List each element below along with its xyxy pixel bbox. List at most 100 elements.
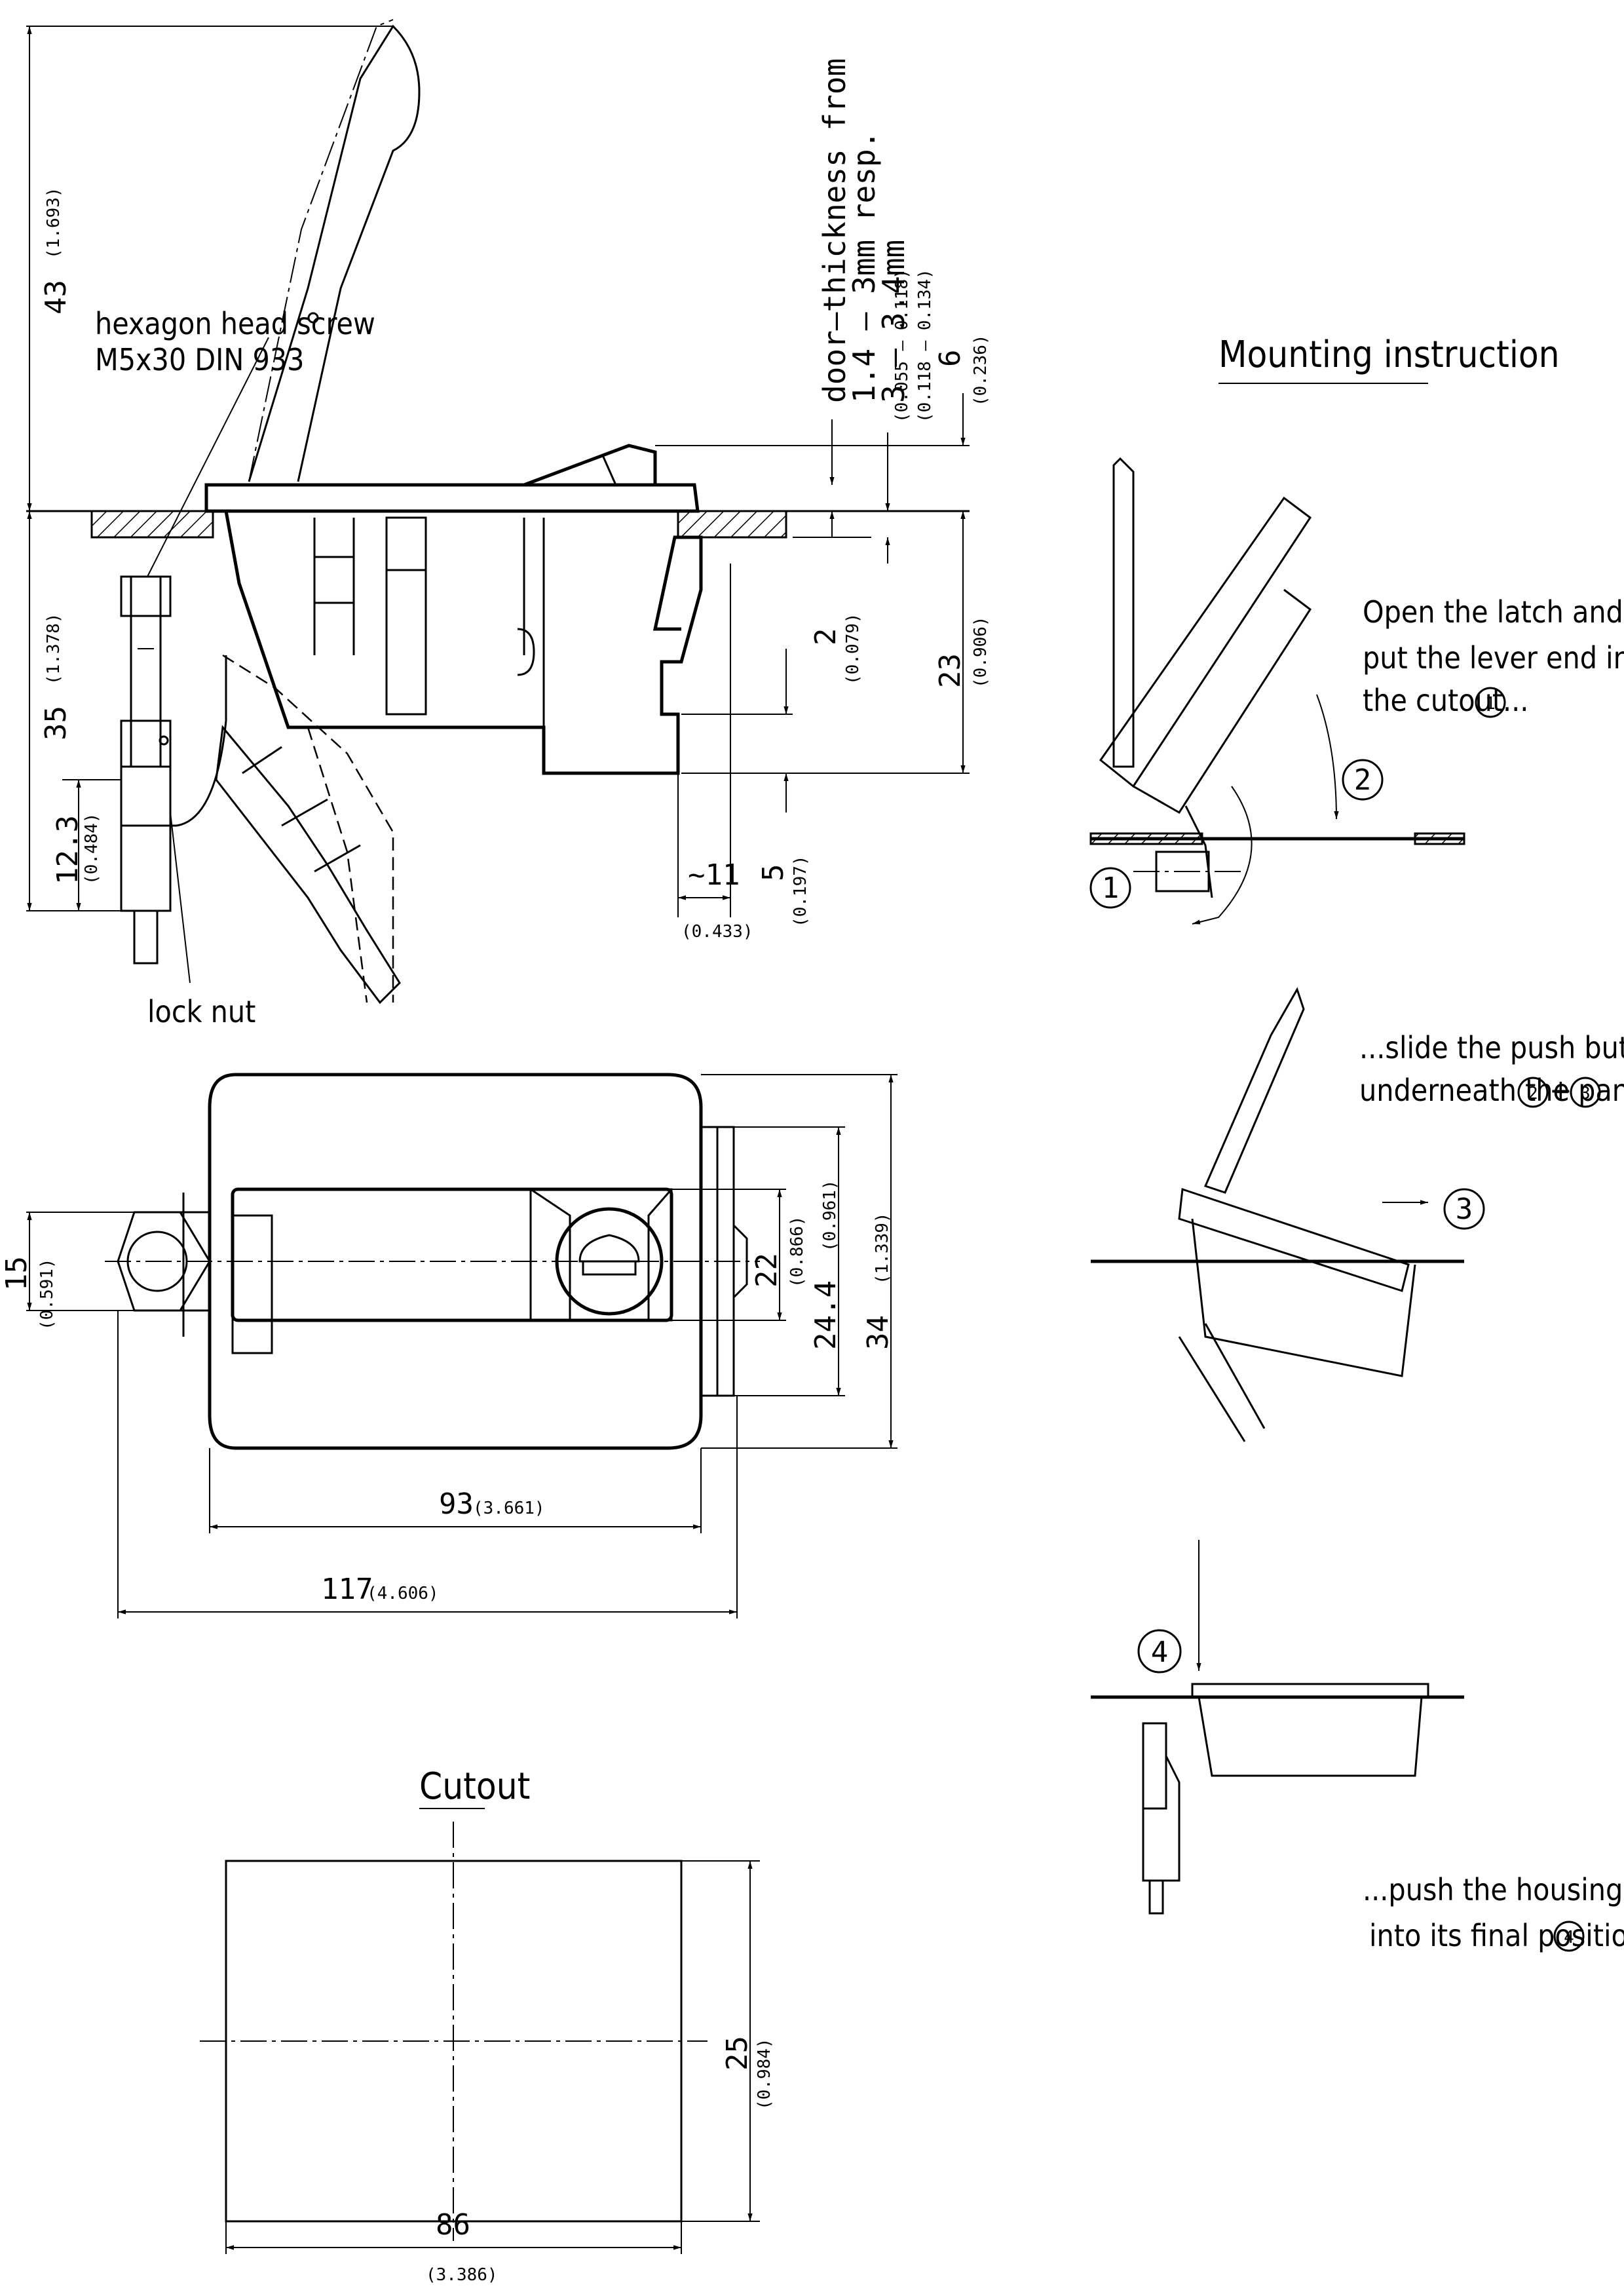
dim-93-inch: (3.661) (473, 1499, 545, 1518)
screw-shank (130, 615, 162, 722)
step2-housing-body (1191, 1218, 1416, 1377)
dim-117: 117 (321, 1573, 373, 1606)
push-button-line (601, 455, 617, 486)
lock-pocket (529, 1188, 673, 1322)
lock-keyway (578, 1234, 640, 1263)
step3-housing-flange (1191, 1683, 1429, 1698)
hexagon-screw-head (120, 575, 172, 617)
step2-text-plus: + (1549, 1073, 1572, 1108)
panel-hatch-right (677, 510, 787, 539)
step3-text-badge (1553, 1921, 1585, 1952)
lock-pocket-bevel (530, 1188, 673, 1320)
dim-43: 43 (39, 280, 73, 315)
screw-tip (133, 909, 159, 965)
dim-11: ~11 (688, 858, 740, 892)
dim-15: 15 (0, 1256, 33, 1291)
step2-housing (1178, 1187, 1410, 1292)
bolt-lowered-nut (281, 798, 328, 827)
screw-leader (147, 337, 269, 577)
housing-inner-edge (231, 1214, 273, 1354)
bolt-lowered-nut (242, 746, 282, 775)
step2-text-badge-2 (1517, 1077, 1549, 1108)
screw-label-line2: M5x30 DIN 933 (95, 342, 304, 377)
dim-6-inch: (0.236) (971, 334, 991, 406)
bolt-lowered (215, 725, 401, 1004)
dim-23: 23 (934, 653, 967, 688)
dim-24-4-inch: (0.961) (820, 1179, 840, 1252)
dim-86-inch: (3.386) (426, 2265, 498, 2285)
dim-15-inch: (0.591) (37, 1258, 57, 1330)
housing-flange (204, 483, 700, 513)
step1-illustration: 2 1 (1089, 457, 1465, 925)
dim-12-3-inch: (0.484) (82, 813, 102, 885)
dim-2: 2 (809, 628, 842, 646)
step1-badge-1 (1089, 867, 1131, 909)
dim-5-inch: (0.197) (791, 855, 810, 927)
front-view: 15 (0.591) 22 (0.866) 24.4 (0.961) 34 (1… (0, 1073, 897, 1618)
step1-panel-hatch-left (1089, 832, 1203, 845)
step3-num-4: 4 (1151, 1636, 1169, 1669)
housing-outline (208, 1073, 703, 1450)
lock-key-slot (582, 1260, 637, 1276)
step2-num-3: 3 (1456, 1193, 1473, 1226)
step1-num-2: 2 (1354, 763, 1372, 797)
step1-badge-2 (1342, 759, 1384, 801)
lever-foot (120, 765, 172, 912)
step1-lever (1112, 457, 1135, 768)
cutout-title: Cutout (419, 1765, 530, 1808)
dim-22: 22 (750, 1253, 784, 1288)
step1-rotate-arrow (1192, 786, 1253, 925)
step2-text-line1: ...slide the push button end (1359, 1030, 1624, 1065)
door-thickness-inch1: (0.055 – 0.118) (892, 269, 912, 423)
door-thickness-inch2: (0.118 – 0.134) (915, 269, 935, 423)
dim-117-inch: (4.606) (367, 1584, 439, 1603)
step3-housing-body (1198, 1696, 1423, 1777)
panel-hatch-left (90, 510, 214, 539)
step2-text-num2: 2 (1528, 1084, 1538, 1103)
step3-screw-tip (1148, 1879, 1164, 1915)
cutout-view: Cutout 25 (0.984) 86 (3.386) (200, 1765, 774, 2285)
door-thickness-line1: door–thickness from (817, 58, 852, 403)
housing-slot (385, 516, 427, 716)
dim-25: 25 (721, 2036, 754, 2071)
dim-35: 35 (39, 706, 73, 740)
step1-text-line2: put the lever end into (1363, 640, 1624, 676)
step3-text-line2: into its final position. (1369, 1918, 1624, 1953)
lever-handle-raised (248, 24, 421, 482)
step3-screw (1142, 1722, 1167, 1810)
dim-34-inch: (1.339) (873, 1212, 892, 1284)
dim-43-inch: (1.693) (44, 187, 64, 259)
lever-centerline (248, 19, 394, 482)
door-thickness-line2: 1.4 – 3mm resp. (846, 131, 882, 403)
step1-text-num1: 1 (1485, 694, 1496, 714)
dim-93: 93 (439, 1487, 474, 1521)
dim-22-inch: (0.866) (787, 1215, 807, 1288)
step2-lever (1203, 987, 1305, 1194)
door-thickness-line3: 3 – 3.4mm (876, 240, 911, 403)
housing-catch (517, 628, 535, 676)
step2-text-badge-3 (1570, 1077, 1601, 1108)
dim-34: 34 (861, 1315, 895, 1350)
dim-6: 6 (934, 350, 967, 368)
step3-illustration: 4 (1091, 1540, 1464, 1915)
step2-illustration: 3 (1091, 987, 1485, 1442)
dim-2-inch: (0.079) (843, 613, 863, 685)
latch-housing (224, 510, 703, 775)
locknut-label: lock nut (147, 994, 255, 1029)
dim-25-inch: (0.984) (755, 2038, 774, 2110)
mounting-instruction: Mounting instruction 2 1 Open the latch … (1089, 334, 1624, 1953)
step2-lever-down (1178, 1323, 1266, 1442)
step1-text-line1: Open the latch and (1363, 594, 1623, 630)
locknut-leader (170, 812, 191, 984)
step1-housing (1099, 496, 1312, 788)
dim-35-inch: (1.378) (44, 613, 64, 685)
push-button (523, 444, 657, 487)
step1-lever-end (1184, 805, 1213, 898)
dim-86: 86 (436, 2208, 470, 2242)
side-view: hexagon head screw M5x30 DIN 933 lock nu… (26, 19, 991, 1029)
step2-text-num3: 3 (1580, 1084, 1591, 1103)
step1-num-1: 1 (1102, 871, 1120, 905)
dim-12-3: 12.3 (51, 815, 85, 885)
dim-5: 5 (757, 864, 790, 882)
